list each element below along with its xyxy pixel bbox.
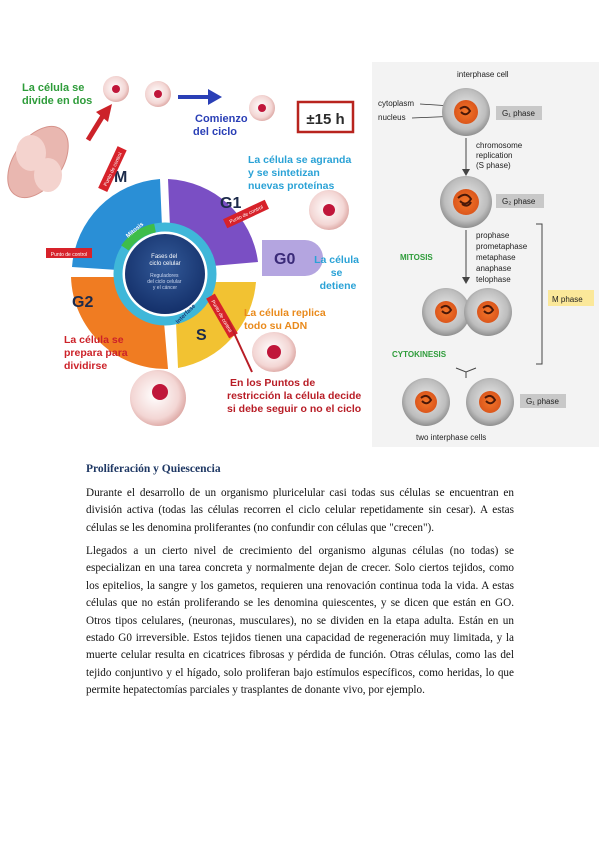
mitosis-ring-arc bbox=[121, 223, 157, 251]
phase-s-segment bbox=[176, 282, 256, 368]
g2-description: La célula se prepara para dividirse bbox=[64, 334, 131, 372]
m-phase-box bbox=[548, 290, 594, 306]
dividing-cell bbox=[422, 288, 512, 336]
s-description: La célula replica todo su ADN bbox=[244, 307, 329, 332]
g0-description: La célula se detiene bbox=[314, 254, 362, 292]
checkpoint-tag: Punto de control bbox=[46, 248, 92, 258]
nucleus-label: nucleus bbox=[378, 113, 406, 122]
blue-arrow-head bbox=[208, 89, 222, 105]
m-phase-label: M phase bbox=[552, 295, 583, 304]
cytoplasm-label: cytoplasm bbox=[378, 99, 414, 108]
red-arrow-head bbox=[96, 104, 112, 122]
g2-cell bbox=[130, 370, 186, 426]
mitosis-label: MITOSIS bbox=[400, 253, 433, 262]
phase-g0-segment bbox=[262, 240, 323, 276]
center-disc bbox=[125, 234, 205, 314]
cell-cycle-diagram: La célula se divide en dos Comienzo del … bbox=[7, 76, 364, 426]
restriction-pointer bbox=[227, 319, 253, 373]
start-label: Comienzo del ciclo bbox=[193, 113, 251, 138]
phase-g2-segment bbox=[71, 277, 168, 370]
g1-phase-label: G₁ phase bbox=[502, 109, 535, 118]
phase-g2-label: G2 bbox=[72, 294, 93, 311]
center-subtitle: Reguladores del ciclo celular y el cánce… bbox=[147, 273, 183, 291]
duration-badge-text: ±15 h bbox=[306, 111, 344, 128]
g1-phase-bottom-box bbox=[520, 394, 566, 408]
mitosis-stages: prophase prometaphase metaphase anaphase… bbox=[476, 231, 529, 284]
two-interphase-cells-label: two interphase cells bbox=[416, 433, 486, 442]
g2-phase-box bbox=[496, 194, 544, 208]
g1-phase-box bbox=[496, 106, 542, 120]
g2-cell bbox=[440, 176, 492, 228]
phase-g1-segment bbox=[168, 179, 258, 266]
duration-badge bbox=[296, 100, 355, 134]
m-phase-bracket bbox=[536, 223, 543, 365]
daughter-cells bbox=[103, 76, 275, 121]
arrow-1-head bbox=[462, 169, 470, 176]
restriction-description: En los Puntos de restricción la célula d… bbox=[227, 377, 364, 415]
divides-label: La célula se divide en dos bbox=[22, 82, 92, 107]
g1-description: La célula se agranda y se sintetizan nue… bbox=[248, 154, 354, 192]
phase-m-segment bbox=[72, 179, 162, 270]
cycle-wheel bbox=[71, 179, 323, 370]
arrow-2-head bbox=[462, 277, 470, 284]
red-arrow bbox=[85, 112, 107, 142]
phase-g0-label: G0 bbox=[274, 251, 295, 268]
phase-m-label: M bbox=[114, 169, 127, 186]
paragraph-quiescence: Llegados a un cierto nivel de crecimient… bbox=[86, 545, 514, 697]
interphase-cell-label: interphase cell bbox=[457, 70, 509, 79]
g1-cell bbox=[309, 190, 349, 230]
section-title: Proliferación y Quiescencia bbox=[86, 463, 221, 475]
interphase-cell bbox=[442, 88, 490, 136]
phase-s-label: S bbox=[196, 327, 207, 344]
g2-phase-label: G₂ phase bbox=[502, 197, 536, 206]
cytokinesis-label: CYTOKINESIS bbox=[392, 350, 447, 359]
two-daughter-cells bbox=[402, 378, 514, 426]
chromosome-replication-label: chromosome replication (S phase) bbox=[476, 141, 524, 170]
split-arrows bbox=[455, 367, 477, 378]
inner-ring bbox=[113, 222, 217, 326]
phase-g1-label: G1 bbox=[220, 195, 241, 212]
s-cell bbox=[252, 332, 296, 372]
g1-phase-bottom-label: G₁ phase bbox=[526, 397, 559, 406]
mitosis-diagram: interphase cell cytoplasm nucleus G₁ pha… bbox=[372, 62, 599, 447]
dividing-cell-illustration bbox=[7, 125, 69, 199]
svg-text:Punto de control: Punto de control bbox=[51, 252, 87, 258]
center-title: Fases del ciclo celular bbox=[149, 254, 180, 267]
paragraph-proliferation: Durante el desarrollo de un organismo pl… bbox=[86, 487, 514, 534]
